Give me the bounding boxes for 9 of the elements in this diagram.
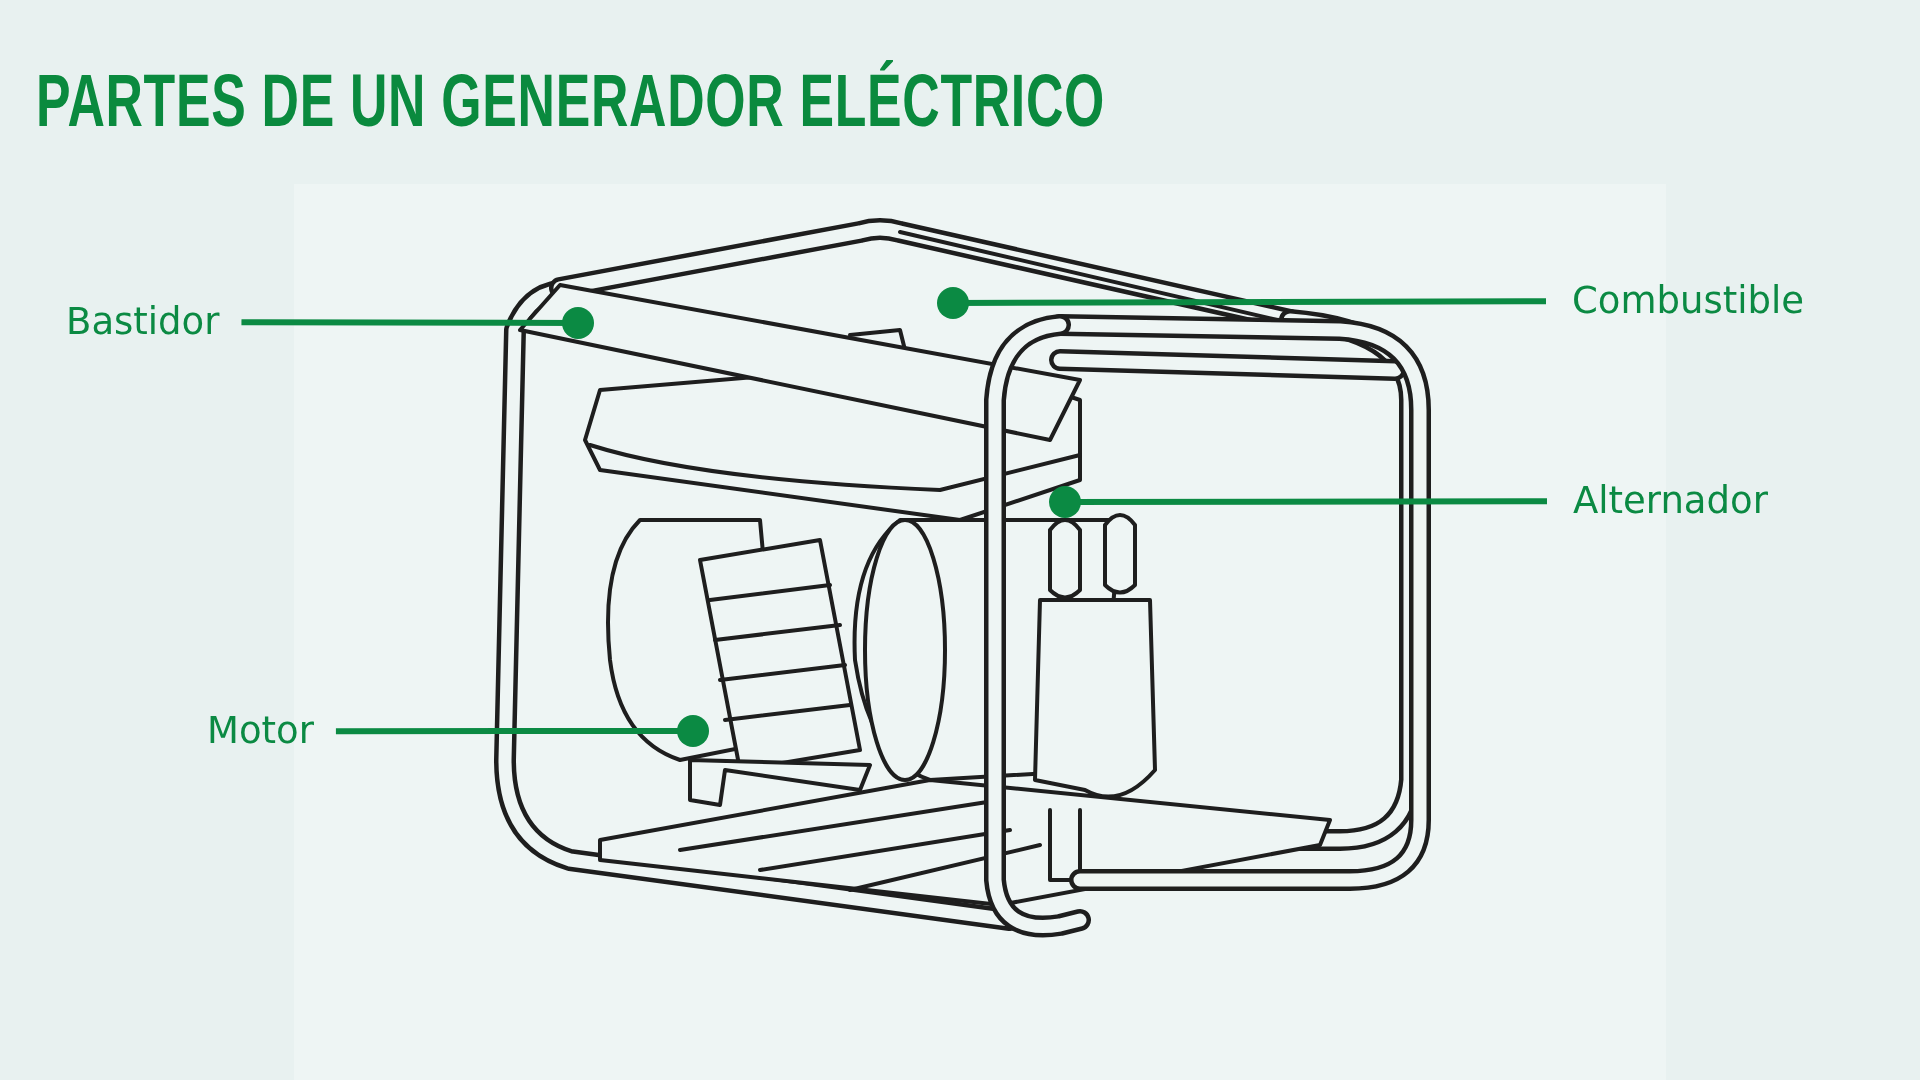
leader-line <box>335 715 709 747</box>
part-label: Combustible <box>1572 279 1805 324</box>
leader-line <box>937 287 1546 319</box>
leader-line <box>1049 486 1547 518</box>
part-label: Bastidor <box>66 300 220 345</box>
leader-line <box>241 307 594 339</box>
title: PARTES DE UN GENERADOR ELÉCTRICO <box>36 58 1106 143</box>
part-label: Motor <box>207 709 314 754</box>
part-label: Alternador <box>1573 479 1768 524</box>
